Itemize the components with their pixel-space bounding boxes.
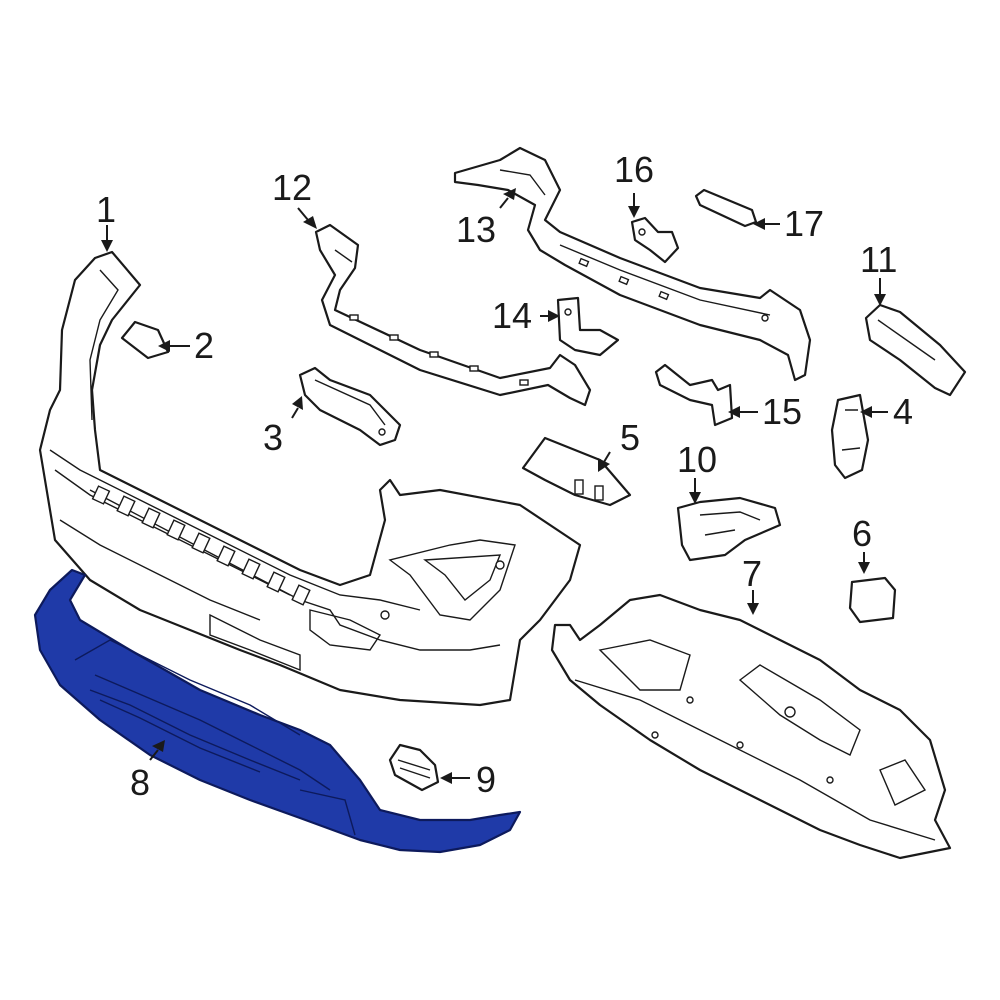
callout-15: 15 bbox=[762, 391, 802, 432]
callout-14: 14 bbox=[492, 295, 532, 336]
part-4-bracket[interactable] bbox=[830, 393, 870, 480]
part-17-strip[interactable] bbox=[694, 188, 758, 228]
callout-8: 8 bbox=[130, 762, 150, 803]
part-3-bracket[interactable] bbox=[298, 366, 402, 447]
part-16-bracket[interactable] bbox=[630, 216, 680, 264]
callout-10: 10 bbox=[677, 439, 717, 480]
callouts: 1 2 3 4 5 6 7 8 9 10 11 12 13 14 15 16 1… bbox=[96, 149, 913, 803]
part-15-bracket[interactable] bbox=[654, 363, 734, 427]
callout-6: 6 bbox=[852, 513, 872, 554]
callout-17: 17 bbox=[784, 203, 824, 244]
part-1-bumper-cover[interactable] bbox=[38, 250, 582, 707]
callout-7: 7 bbox=[742, 553, 762, 594]
part-13-impact-bar[interactable] bbox=[453, 146, 812, 382]
callout-16: 16 bbox=[614, 149, 654, 190]
part-14-bracket[interactable] bbox=[556, 296, 620, 357]
callout-3: 3 bbox=[263, 417, 283, 458]
leaders bbox=[101, 188, 888, 784]
part-8-lower-valance[interactable] bbox=[33, 568, 522, 854]
callout-13: 13 bbox=[456, 209, 496, 250]
part-2-trim-piece[interactable] bbox=[120, 320, 170, 360]
part-9-grille-insert[interactable] bbox=[388, 743, 440, 792]
callout-9: 9 bbox=[476, 759, 496, 800]
callout-2: 2 bbox=[194, 325, 214, 366]
part-11-bracket[interactable] bbox=[864, 303, 967, 397]
part-6-plug[interactable] bbox=[848, 576, 897, 624]
part-10-bracket[interactable] bbox=[676, 496, 782, 562]
part-7-undertray[interactable] bbox=[550, 593, 952, 860]
part-5-bracket[interactable] bbox=[521, 436, 632, 507]
part-12-reinforcement[interactable] bbox=[314, 223, 592, 407]
callout-11: 11 bbox=[860, 239, 897, 280]
callout-12: 12 bbox=[272, 167, 312, 208]
callout-1: 1 bbox=[96, 189, 116, 230]
callout-5: 5 bbox=[620, 417, 640, 458]
callout-4: 4 bbox=[893, 391, 913, 432]
